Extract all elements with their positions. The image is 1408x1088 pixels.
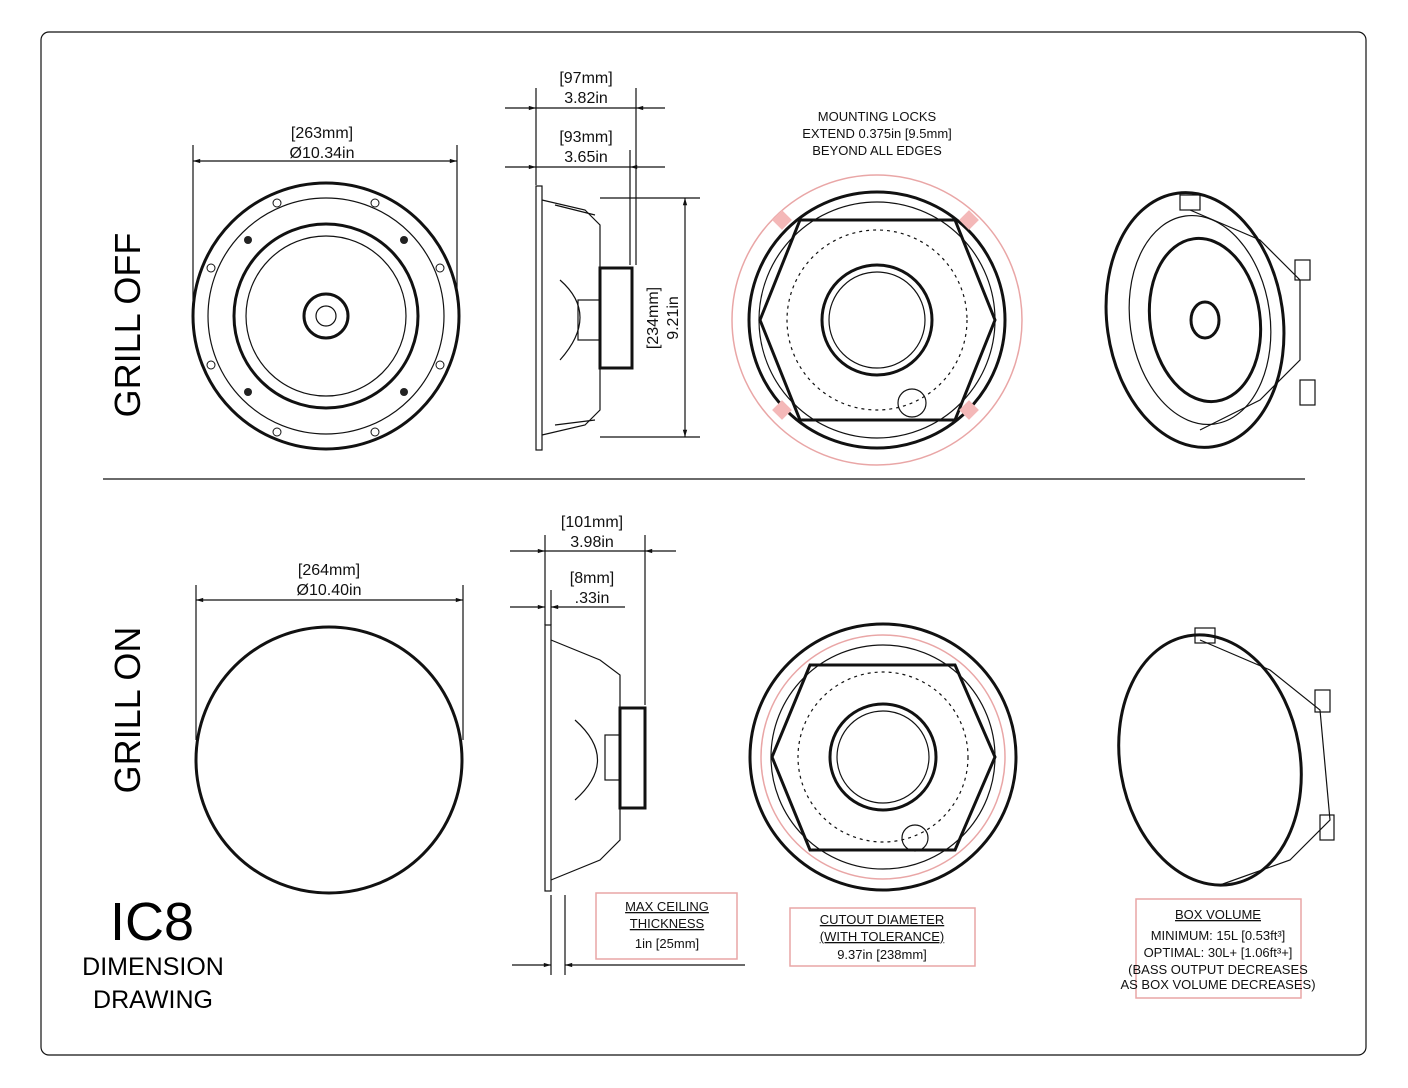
svg-text:BEYOND ALL EDGES: BEYOND ALL EDGES: [812, 143, 942, 158]
svg-text:AS BOX VOLUME DECREASES): AS BOX VOLUME DECREASES): [1120, 977, 1315, 992]
svg-text:9.37in [238mm]: 9.37in [238mm]: [837, 947, 927, 962]
front-view-grill-on: [194, 625, 464, 895]
svg-text:MAX CEILING: MAX CEILING: [625, 899, 709, 914]
rear-view-grill-off: [731, 174, 1023, 466]
svg-text:[97mm]: [97mm]: [559, 70, 612, 87]
model-name: IC8: [110, 892, 194, 952]
rear-view-grill-on: [748, 622, 1018, 892]
svg-text:[264mm]: [264mm]: [298, 562, 360, 579]
svg-text:EXTEND 0.375in [9.5mm]: EXTEND 0.375in [9.5mm]: [802, 126, 952, 141]
perspective-view-grill-off: [1104, 191, 1316, 449]
svg-text:3.65in: 3.65in: [564, 149, 608, 166]
grill-off-label: GRILL OFF: [107, 233, 148, 418]
title-line-1: DIMENSION: [82, 953, 224, 981]
svg-text:1in [25mm]: 1in [25mm]: [635, 936, 699, 951]
depth-dimensions-grill-off: [97mm] 3.82in [93mm] 3.65in [234mm] 9.21…: [505, 70, 700, 438]
svg-text:Ø10.34in: Ø10.34in: [290, 145, 355, 162]
front-view-grill-off: [191, 181, 461, 451]
grill-on-label: GRILL ON: [107, 627, 148, 794]
cutout-diameter-box: CUTOUT DIAMETER (WITH TOLERANCE) 9.37in …: [789, 907, 976, 967]
mounting-lock-note: MOUNTING LOCKS EXTEND 0.375in [9.5mm] BE…: [802, 109, 952, 158]
svg-text:MINIMUM: 15L [0.53ft³]: MINIMUM: 15L [0.53ft³]: [1151, 928, 1286, 943]
svg-text:Ø10.40in: Ø10.40in: [297, 582, 362, 599]
svg-text:[263mm]: [263mm]: [291, 125, 353, 142]
diameter-dimension-grill-off: [263mm] Ø10.34in: [192, 125, 458, 300]
svg-text:(BASS OUTPUT DECREASES: (BASS OUTPUT DECREASES: [1128, 962, 1308, 977]
box-volume-box: BOX VOLUME MINIMUM: 15L [0.53ft³] OPTIMA…: [1120, 898, 1316, 999]
side-view-grill-on: [544, 624, 647, 892]
svg-text:OPTIMAL: 30L+ [1.06ft³+]: OPTIMAL: 30L+ [1.06ft³+]: [1144, 945, 1293, 960]
svg-text:[8mm]: [8mm]: [570, 570, 614, 587]
svg-text:MOUNTING LOCKS: MOUNTING LOCKS: [818, 109, 937, 124]
perspective-view-grill-on: [1117, 627, 1335, 887]
svg-text:3.82in: 3.82in: [564, 90, 608, 107]
svg-text:.33in: .33in: [575, 590, 610, 607]
svg-text:CUTOUT DIAMETER: CUTOUT DIAMETER: [820, 912, 944, 927]
svg-text:9.21in: 9.21in: [665, 296, 682, 340]
max-ceiling-thickness-box: MAX CEILING THICKNESS 1in [25mm]: [595, 892, 738, 960]
depth-dimensions-grill-on: [101mm] 3.98in [8mm] .33in: [510, 514, 745, 975]
diameter-dimension-grill-on: [264mm] Ø10.40in: [195, 562, 464, 740]
svg-text:THICKNESS: THICKNESS: [630, 916, 705, 931]
title-line-2: DRAWING: [93, 986, 213, 1014]
svg-text:[93mm]: [93mm]: [559, 129, 612, 146]
side-view-grill-off: [535, 185, 634, 451]
svg-text:[234mm]: [234mm]: [645, 287, 662, 349]
svg-text:3.98in: 3.98in: [570, 534, 614, 551]
svg-text:BOX VOLUME: BOX VOLUME: [1175, 907, 1261, 922]
svg-text:(WITH TOLERANCE): (WITH TOLERANCE): [820, 929, 944, 944]
sheet-border: [40, 31, 1367, 1056]
svg-text:[101mm]: [101mm]: [561, 514, 623, 531]
